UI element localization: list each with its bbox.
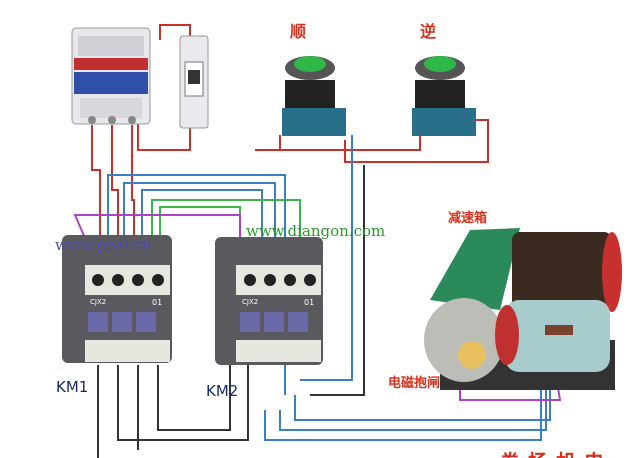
winch-motor <box>424 228 622 390</box>
black-wires <box>97 165 365 458</box>
watermark-right: www.diangon.com <box>246 222 386 240</box>
three-pole-breaker <box>71 27 151 125</box>
gearbox-label: 减速箱 <box>448 211 488 226</box>
forward-label: 顺 <box>290 22 307 41</box>
brake-label: 电磁抱闸 <box>388 376 441 391</box>
km2-label: KM2 <box>206 382 239 400</box>
reverse-push-button <box>412 56 476 136</box>
km2-number: 01 <box>304 298 315 307</box>
contactor-km1 <box>62 235 172 363</box>
forward-push-button <box>282 56 346 136</box>
km1-number: 01 <box>152 298 163 307</box>
reverse-label: 逆 <box>420 22 437 41</box>
km1-label: KM1 <box>56 378 89 396</box>
contactor-km2 <box>215 237 323 365</box>
wires <box>73 24 562 458</box>
motor-title: 卷扬机电 <box>500 446 612 458</box>
km1-model: CJX2 <box>90 298 107 306</box>
km2-model: CJX2 <box>242 298 259 306</box>
watermark-left: www.pw0.cn <box>55 236 152 254</box>
single-pole-breaker <box>179 35 209 129</box>
